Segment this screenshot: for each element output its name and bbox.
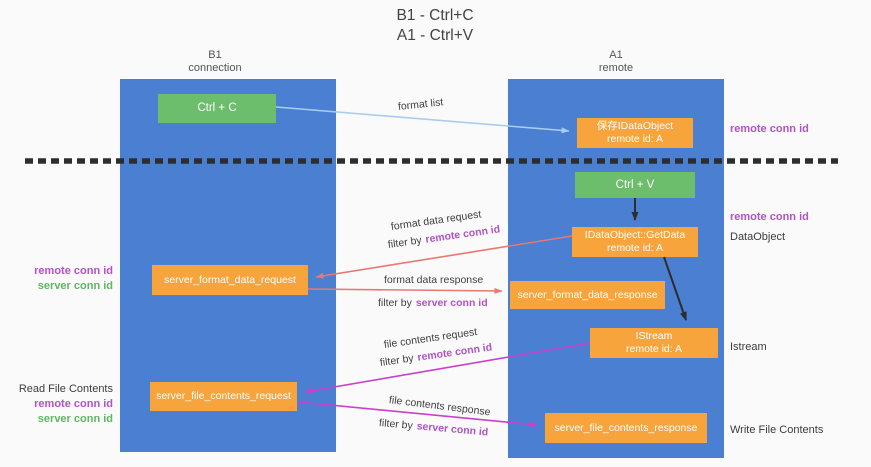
box-server-file-contents-response-label: server_file_contents_response <box>554 421 698 434</box>
annotation-remote-conn-id-mid-right: remote conn id <box>730 211 809 223</box>
box-idataobject-getdata-line1: IDataObject::GetData <box>584 229 686 241</box>
box-server-format-data-request: server_format_data_request <box>152 265 308 295</box>
filter-by-text: filter by <box>378 417 414 432</box>
column-a1-role: remote <box>598 62 634 74</box>
caption-format-data-response-text: format data response <box>384 274 484 286</box>
annotation-write-file-contents: Write File Contents <box>730 424 824 436</box>
filter-by-text: filter by <box>387 234 423 251</box>
box-save-idataobject-line1: 保存IDataObject <box>596 120 674 132</box>
filter-server-conn-id-text: server conn id <box>416 420 489 439</box>
box-ctrl-v: Ctrl + V <box>575 172 695 198</box>
annotation-remote-conn-id-left-1: remote conn id <box>34 265 113 277</box>
box-idataobject-getdata: IDataObject::GetData remote id: A <box>572 227 698 257</box>
annotation-dataobject: DataObject <box>730 231 786 243</box>
column-a1-name: A1 <box>609 49 623 61</box>
filter-by-text: filter by <box>378 297 412 309</box>
annotation-server-conn-id-left-1: server conn id <box>37 280 113 292</box>
box-save-idataobject: 保存IDataObject remote id: A <box>577 118 693 148</box>
filter-server-conn-id-text: server conn id <box>415 297 488 309</box>
box-server-format-data-request-label: server_format_data_request <box>164 273 296 286</box>
box-server-file-contents-response: server_file_contents_response <box>545 413 707 443</box>
box-istream: IStream remote id: A <box>590 328 718 358</box>
diagram-title: B1 - Ctrl+C A1 - Ctrl+V <box>330 6 540 46</box>
title-line-2: A1 - Ctrl+V <box>396 27 474 44</box>
box-ctrl-c: Ctrl + C <box>158 94 276 123</box>
caption-file-contents-response: file contents response <box>388 394 491 418</box>
box-istream-line1: IStream <box>635 330 673 342</box>
title-line-1: B1 - Ctrl+C <box>396 7 474 24</box>
annotation-remote-conn-id-top-right: remote conn id <box>730 123 809 135</box>
box-server-format-data-response: server_format_data_response <box>510 281 665 309</box>
box-server-file-contents-request: server_file_contents_request <box>150 382 297 411</box>
box-idataobject-getdata-line2: remote id: A <box>606 242 664 254</box>
column-header-b1: B1 connection <box>155 49 275 75</box>
caption-format-list: format list <box>397 96 444 113</box>
annotation-read-file-contents: Read File Contents <box>18 383 113 395</box>
annotation-remote-conn-id-left-2: remote conn id <box>34 398 113 410</box>
box-ctrl-c-label: Ctrl + C <box>197 102 237 114</box>
column-header-a1: A1 remote <box>556 49 676 75</box>
caption-format-data-response: format data response <box>384 274 483 286</box>
box-ctrl-v-label: Ctrl + V <box>615 178 655 191</box>
box-save-idataobject-line2: remote id: A <box>606 133 664 145</box>
column-b1-role: connection <box>188 62 242 74</box>
box-server-format-data-response-label: server_format_data_response <box>517 288 658 301</box>
caption-file-contents-response-text: file contents response <box>388 394 492 419</box>
annotation-server-conn-id-left-2: server conn id <box>37 413 113 425</box>
caption-format-list-text: format list <box>397 96 444 113</box>
filter-by-text: filter by <box>379 352 415 369</box>
annotation-istream: Istream <box>730 341 767 353</box>
box-istream-line2: remote id: A <box>625 343 683 355</box>
column-b1-name: B1 <box>208 49 222 61</box>
arrow-format-data-response <box>307 287 503 294</box>
box-server-file-contents-request-label: server_file_contents_request <box>156 390 291 402</box>
